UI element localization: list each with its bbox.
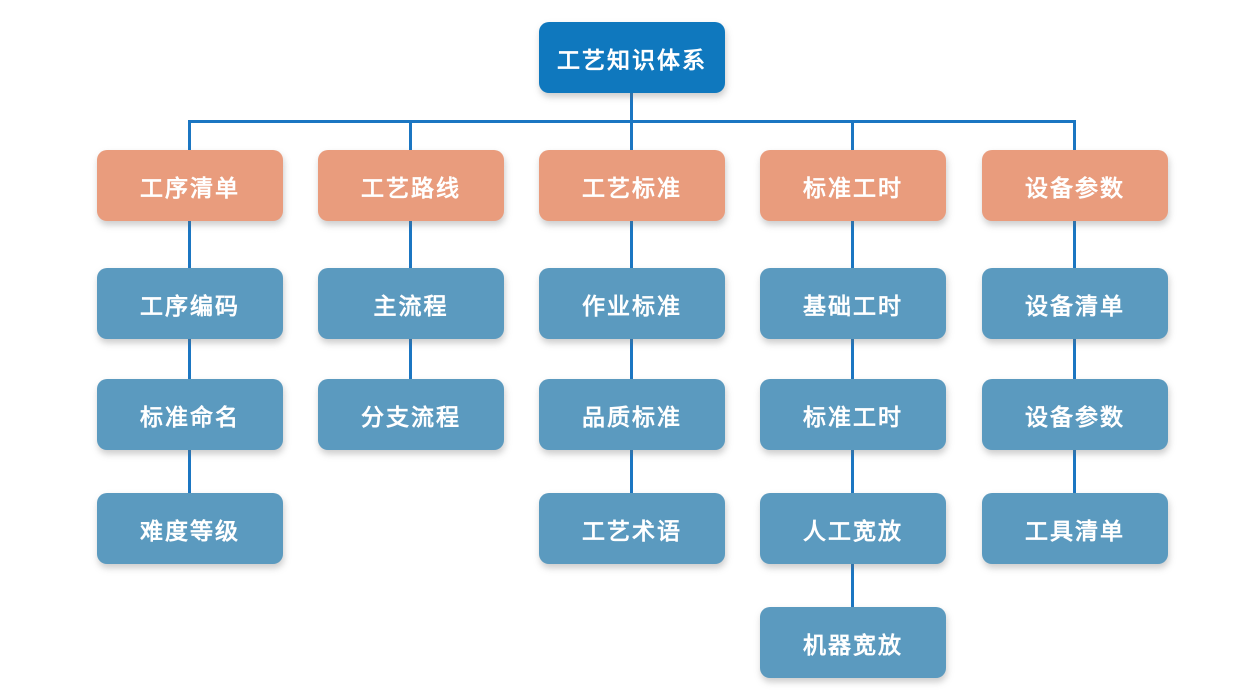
connector-line [630, 338, 633, 381]
connector-line [630, 121, 633, 152]
root-node-process-knowledge-system: 工艺知识体系 [539, 22, 725, 93]
leaf-main-flow: 主流程 [318, 268, 504, 339]
leaf-process-terminology: 工艺术语 [539, 493, 725, 564]
connector-line [188, 121, 191, 152]
branch-process-standard: 工艺标准 [539, 150, 725, 221]
connector-line [188, 449, 191, 495]
leaf-difficulty-level: 难度等级 [97, 493, 283, 564]
connector-line [409, 220, 412, 269]
leaf-equipment-parameters: 设备参数 [982, 379, 1168, 450]
connector-line [1073, 220, 1076, 269]
branch-process-route: 工艺路线 [318, 150, 504, 221]
leaf-machine-allowance: 机器宽放 [760, 607, 946, 678]
connector-line [851, 338, 854, 381]
leaf-standard-hours: 标准工时 [760, 379, 946, 450]
leaf-basic-hours: 基础工时 [760, 268, 946, 339]
connector-line [851, 563, 854, 609]
connector-line [409, 338, 412, 381]
connector-line [630, 93, 633, 122]
leaf-tool-list: 工具清单 [982, 493, 1168, 564]
connector-line [1073, 121, 1076, 152]
leaf-standard-naming: 标准命名 [97, 379, 283, 450]
branch-standard-hours: 标准工时 [760, 150, 946, 221]
connector-line [188, 220, 191, 269]
leaf-manual-allowance: 人工宽放 [760, 493, 946, 564]
connector-line [851, 449, 854, 495]
connector-line [1073, 338, 1076, 381]
connector-line [630, 449, 633, 495]
connector-line [630, 220, 633, 269]
leaf-quality-standard: 品质标准 [539, 379, 725, 450]
connector-line [851, 220, 854, 269]
branch-process-list: 工序清单 [97, 150, 283, 221]
connector-line [1073, 449, 1076, 495]
connector-line [188, 338, 191, 381]
leaf-equipment-list: 设备清单 [982, 268, 1168, 339]
connector-line [409, 121, 412, 152]
leaf-branch-flow: 分支流程 [318, 379, 504, 450]
leaf-process-code: 工序编码 [97, 268, 283, 339]
leaf-operation-standard: 作业标准 [539, 268, 725, 339]
branch-equipment-parameters: 设备参数 [982, 150, 1168, 221]
connector-line [851, 121, 854, 152]
